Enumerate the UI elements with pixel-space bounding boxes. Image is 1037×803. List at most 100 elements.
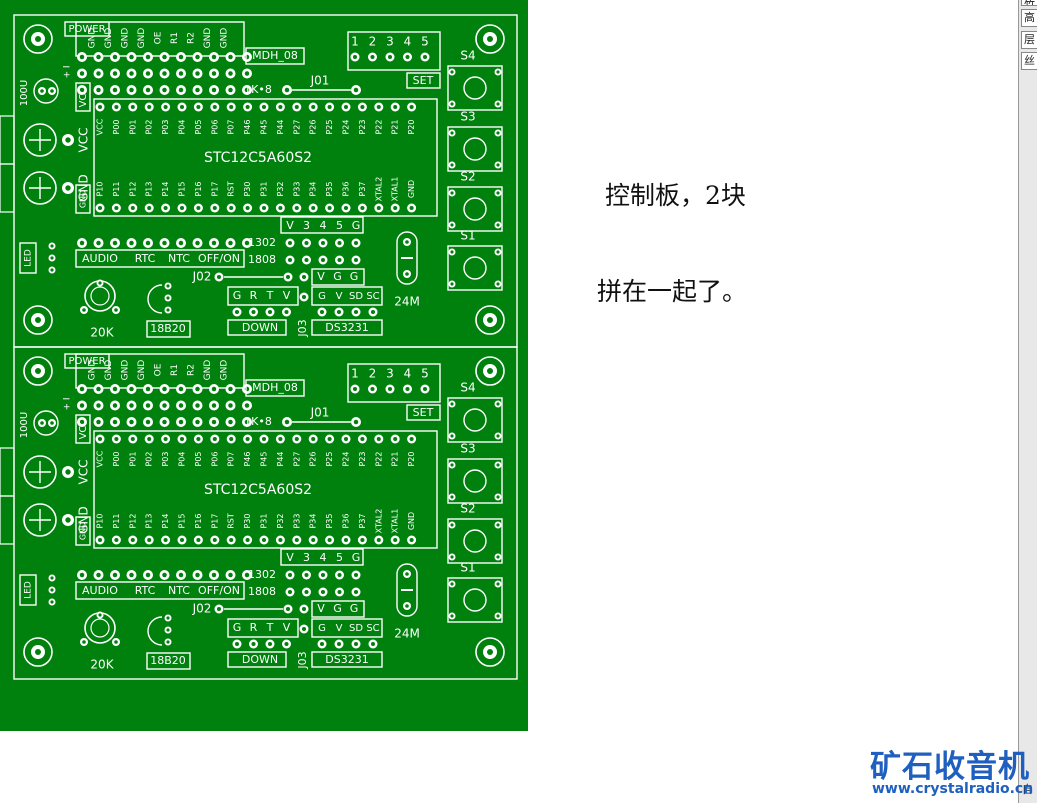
pad-hole bbox=[353, 240, 359, 246]
mcu-pin-label: P06 bbox=[210, 451, 219, 466]
mcu-pin-label: RST bbox=[227, 181, 236, 197]
pad-hole bbox=[178, 386, 184, 392]
mcu-pin-label: P26 bbox=[309, 451, 318, 466]
pad-hole bbox=[98, 281, 102, 285]
caption-line-2: 拼在一起了。 bbox=[597, 277, 748, 306]
pad-hole bbox=[129, 87, 134, 93]
sidebar-item-1[interactable]: 高 bbox=[1021, 9, 1037, 27]
pad-hole bbox=[79, 419, 85, 425]
mounting-hole-drill bbox=[487, 649, 493, 655]
mcu-pin-label: P30 bbox=[243, 513, 252, 528]
rtc-label: 1808 bbox=[248, 585, 276, 598]
capacitor-outline bbox=[33, 78, 59, 104]
pad-hole bbox=[360, 537, 365, 543]
switch-outline bbox=[447, 65, 503, 111]
mcu-pin-label: P21 bbox=[391, 119, 400, 134]
pad-hole bbox=[196, 537, 201, 543]
mcu-pin-label: P12 bbox=[128, 513, 137, 528]
pad-hole bbox=[370, 386, 375, 392]
connector-pin-number: 1 bbox=[351, 35, 359, 49]
pad-hole bbox=[178, 71, 184, 76]
sidebar-top-item[interactable]: 竹 bbox=[1021, 0, 1037, 6]
header-label: V bbox=[317, 270, 325, 283]
mounting-hole bbox=[23, 637, 53, 667]
sidebar-item-2[interactable]: 层 bbox=[1021, 31, 1037, 49]
jumper-j01-label: J01 bbox=[310, 74, 330, 88]
pad-hole bbox=[267, 641, 273, 647]
mounting-hole bbox=[23, 305, 53, 335]
pad-hole bbox=[179, 104, 185, 110]
pad-hole bbox=[287, 572, 293, 578]
pad-hole bbox=[96, 386, 101, 392]
jumper-j03-label: J03 bbox=[296, 319, 309, 337]
header-label: G bbox=[318, 291, 326, 302]
pad-hole bbox=[211, 403, 217, 408]
mcu-pin-label: P36 bbox=[342, 513, 351, 528]
header-label: GND bbox=[137, 360, 147, 381]
pad-hole bbox=[178, 54, 184, 60]
switch-button bbox=[463, 529, 487, 553]
mcu-pin-label: P27 bbox=[292, 451, 301, 466]
pad-hole bbox=[50, 256, 54, 260]
pad-hole bbox=[162, 419, 167, 425]
mcu-pin-label: P17 bbox=[210, 181, 219, 196]
switch-outline bbox=[447, 186, 503, 232]
pad-hole bbox=[228, 240, 233, 246]
caption-line-1: 控制板，2块 bbox=[605, 181, 746, 210]
switch-outline bbox=[447, 577, 503, 623]
silk-outline bbox=[146, 652, 191, 670]
pad-hole bbox=[353, 257, 359, 263]
pad-hole bbox=[370, 641, 376, 647]
pad-hole bbox=[496, 163, 500, 167]
mounting-hole bbox=[475, 305, 505, 335]
pad-hole bbox=[294, 104, 299, 110]
pad-hole bbox=[211, 386, 217, 392]
pad-hole bbox=[145, 386, 151, 392]
jumper-j01-label: J01 bbox=[310, 406, 330, 420]
mcu-pin-label: P10 bbox=[96, 181, 105, 196]
pad-hole bbox=[393, 104, 398, 110]
pad-hole bbox=[166, 628, 170, 632]
pad-hole bbox=[496, 523, 500, 527]
mcu-pin-label: P24 bbox=[342, 451, 351, 466]
mcu-pin-label: P22 bbox=[374, 119, 383, 134]
capacitor-label: 100U bbox=[19, 80, 30, 106]
pad-hole bbox=[284, 419, 290, 425]
pad-hole bbox=[147, 104, 152, 110]
pad-hole bbox=[261, 104, 267, 110]
header-label: GND bbox=[137, 28, 147, 49]
terminal-block bbox=[0, 163, 15, 213]
sensor-label: 18B20 bbox=[150, 322, 186, 335]
mcu-pin-label: GND bbox=[79, 522, 88, 540]
silk-outline bbox=[227, 319, 287, 336]
pad-hole bbox=[405, 604, 409, 608]
mcu-pin-label: P13 bbox=[145, 513, 154, 528]
side-scrollbar[interactable] bbox=[1018, 0, 1037, 803]
pad-hole bbox=[343, 104, 349, 110]
pad-hole bbox=[409, 436, 414, 442]
header-label: SD bbox=[349, 291, 363, 302]
terminal-label: VCC bbox=[77, 460, 91, 485]
pad-hole bbox=[212, 436, 217, 442]
pad-hole bbox=[40, 421, 44, 425]
connector-pin-number: 2 bbox=[369, 367, 377, 381]
pad-hole bbox=[450, 555, 454, 559]
mcu-pin-label: P13 bbox=[145, 181, 154, 196]
pad-hole bbox=[147, 436, 152, 442]
pad-hole bbox=[301, 274, 307, 280]
pad-hole bbox=[130, 104, 135, 110]
pad-hole bbox=[229, 537, 234, 543]
pad-hole bbox=[114, 436, 119, 442]
mcu-pin-label: P46 bbox=[243, 451, 252, 466]
sidebar-item-3[interactable]: 丝 bbox=[1021, 52, 1037, 70]
pad-hole bbox=[244, 419, 250, 425]
mcu-pin-label: P14 bbox=[161, 181, 170, 196]
down-label: DOWN bbox=[242, 321, 278, 334]
pad-hole bbox=[112, 572, 118, 578]
mcu-pin-label: P35 bbox=[325, 181, 334, 196]
pad-hole bbox=[301, 294, 307, 300]
mcu-pin-label: P12 bbox=[128, 181, 137, 196]
pad-hole bbox=[96, 419, 101, 425]
